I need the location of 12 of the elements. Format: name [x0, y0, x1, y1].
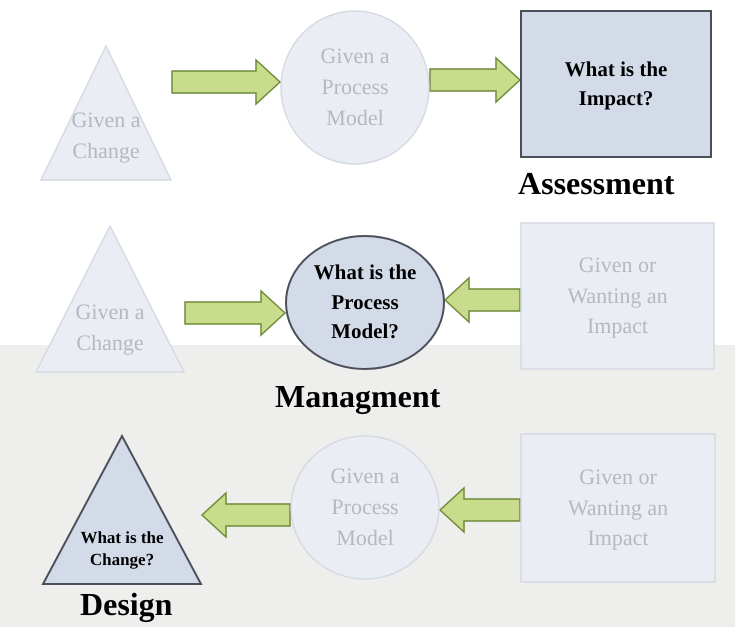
block-arrow — [200, 491, 291, 539]
block-arrow — [171, 58, 282, 106]
section-heading: Assessment — [518, 165, 674, 202]
section-heading: Design — [80, 586, 172, 623]
node-text: What is the Impact? — [564, 56, 668, 112]
section-heading: Managment — [275, 378, 440, 415]
node-text: What is the Change? — [79, 526, 165, 571]
block-arrow — [429, 56, 522, 104]
block-arrow — [444, 276, 521, 324]
block-arrow — [438, 486, 521, 534]
block-arrow — [184, 289, 286, 337]
node-text: What is the Process Model? — [312, 259, 418, 346]
